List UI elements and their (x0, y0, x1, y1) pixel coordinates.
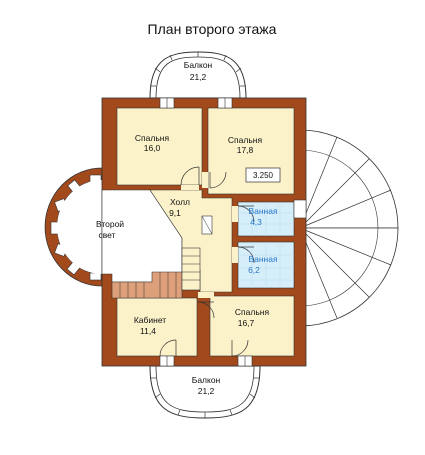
room-area: 9,1 (169, 208, 181, 218)
room-area: 17,8 (237, 145, 254, 155)
level-mark: 3.250 (253, 171, 274, 180)
level-mark-box (245, 167, 281, 183)
room-name: Кабинет (134, 315, 166, 325)
room-name: Ванная (248, 206, 278, 216)
room-name: Второй (96, 219, 124, 229)
room-area: свет (98, 230, 115, 240)
staircase (111, 247, 201, 299)
room-area: 16,7 (238, 318, 255, 328)
spiral-staircase (299, 129, 399, 327)
room-labels: Балкон 21,2 Спальня 16,0 Спальня 17,8 Хо… (96, 60, 278, 396)
room-name: Холл (170, 197, 190, 207)
room-name: Спальня (228, 135, 263, 145)
room-area: 16,0 (144, 143, 161, 153)
room-name: Балкон (192, 375, 221, 385)
plan-title: План второго этажа (148, 21, 277, 37)
room-name: Балкон (184, 60, 213, 70)
room-area: 4,3 (250, 217, 262, 227)
room-area: 21,2 (190, 72, 207, 82)
room-area: 11,4 (140, 326, 156, 336)
room-area: 6,2 (248, 265, 260, 275)
study-area (116, 297, 198, 357)
bedroom-3-area (209, 295, 295, 357)
bedroom-1-area (116, 107, 203, 186)
room-name: Ванная (248, 254, 278, 264)
room-name: Спальня (135, 133, 170, 143)
room-name: Спальня (235, 307, 270, 317)
room-area: 21,2 (198, 386, 215, 396)
